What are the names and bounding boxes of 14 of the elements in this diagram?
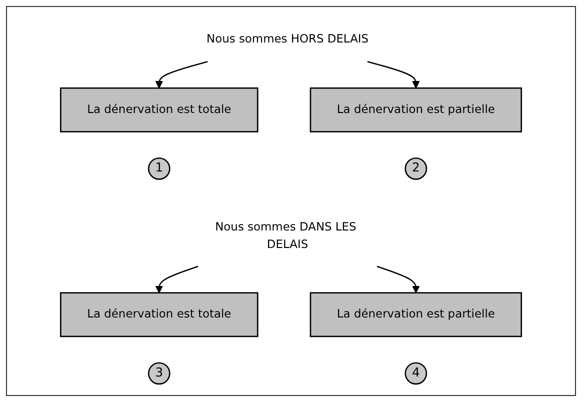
node-box: La dénervation est partielle: [310, 292, 522, 338]
node-box: La dénervation est totale: [60, 292, 258, 338]
node-text: Nous sommes HORS DELAIS: [206, 33, 369, 46]
node-box: La dénervation est totale: [60, 87, 258, 132]
node-circle: 3: [148, 362, 170, 385]
node-circle: 2: [404, 157, 428, 180]
node-circle: 1: [148, 157, 170, 180]
node-circle: 4: [404, 362, 428, 385]
arrow: [376, 266, 420, 294]
node-box: La dénervation est partielle: [310, 87, 522, 132]
arrow: [155, 61, 208, 88]
arrow: [367, 61, 420, 88]
arrow: [155, 266, 198, 294]
node-text: Nous sommes DANS LES DELAIS: [215, 220, 356, 251]
